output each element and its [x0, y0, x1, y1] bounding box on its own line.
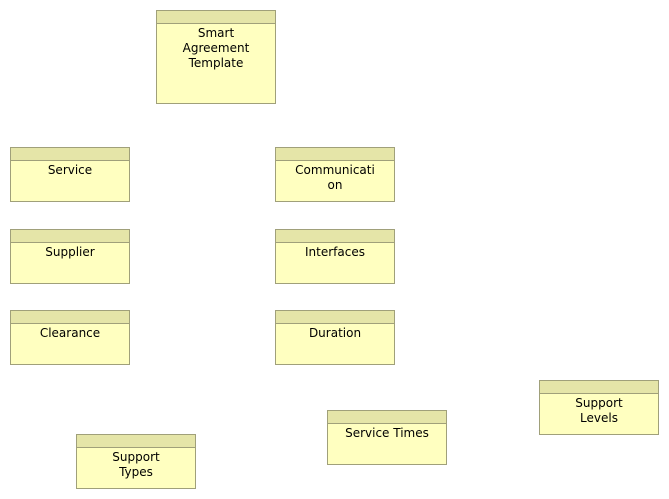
node-header-bar	[11, 311, 129, 324]
node-service[interactable]: Service	[10, 147, 130, 202]
node-header-bar	[157, 11, 275, 24]
node-smart-agreement-template[interactable]: Smart Agreement Template	[156, 10, 276, 104]
node-service-times[interactable]: Service Times	[327, 410, 447, 465]
node-label: Supplier	[45, 245, 95, 259]
node-support-types[interactable]: Support Types	[76, 434, 196, 489]
node-label: Service	[47, 163, 93, 177]
node-supplier[interactable]: Supplier	[10, 229, 130, 284]
node-header-bar	[11, 230, 129, 243]
node-duration[interactable]: Duration	[275, 310, 395, 365]
node-label: Smart Agreement Template	[182, 26, 250, 70]
node-label: Service Times	[345, 426, 429, 440]
node-clearance[interactable]: Clearance	[10, 310, 130, 365]
node-header-bar	[276, 311, 394, 324]
node-label: Support Types	[112, 450, 160, 479]
node-label: Communicati on	[295, 163, 375, 192]
node-header-bar	[540, 381, 658, 394]
node-label: Support Levels	[575, 396, 623, 425]
node-communication[interactable]: Communicati on	[275, 147, 395, 202]
node-header-bar	[77, 435, 195, 448]
node-label: Clearance	[39, 326, 101, 340]
node-support-levels[interactable]: Support Levels	[539, 380, 659, 435]
node-header-bar	[276, 230, 394, 243]
node-header-bar	[11, 148, 129, 161]
node-header-bar	[276, 148, 394, 161]
node-label: Interfaces	[305, 245, 365, 259]
node-label: Duration	[308, 326, 362, 340]
node-interfaces[interactable]: Interfaces	[275, 229, 395, 284]
node-header-bar	[328, 411, 446, 424]
